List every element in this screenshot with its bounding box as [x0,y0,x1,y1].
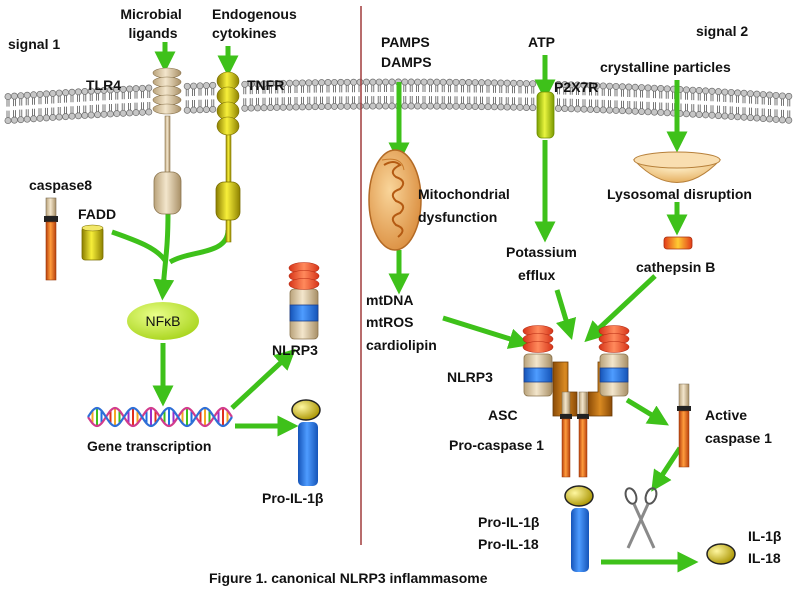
tnfr-receptor [215,71,241,243]
active-caspase1-label: Active caspase 1 [705,407,772,446]
nfkb-label: NFκB [146,313,181,329]
mitochondrion-icon [368,149,422,251]
signal1-label: signal 1 [8,36,60,52]
lysosome-icon [632,151,722,183]
cathepsin-b-label: cathepsin B [636,259,715,275]
potassium-efflux-label: Potassium efflux [506,244,581,283]
pro-il1b-protein-signal1 [291,399,321,486]
nfkb-blob [127,302,199,340]
arrow-inflammasome-to-active [625,397,669,426]
tlr4-label: TLR4 [86,77,121,93]
damps-label: DAMPS [381,54,432,70]
nlrp3-label-signal2: NLRP3 [447,369,493,385]
arrow-tlr4-to-nfkb [153,211,175,301]
arrows [111,42,699,573]
endogenous-cytokines-label: Endogenous cytokines [212,6,301,41]
cell-membrane [4,78,793,125]
arrow-mt-to-inflammasome [442,315,531,349]
caspase8-label: caspase8 [29,177,92,193]
active-caspase1-icon [677,383,691,468]
caspase8-icon [44,197,58,281]
p2x7r-label: P2X7R [554,79,598,95]
mt-labels: mtDNA mtROS cardiolipin [366,292,437,353]
arrow-fadd-merge [111,229,169,264]
mature-il1b-icon [706,543,736,565]
p2x7r-channel [536,91,555,139]
microbial-ligands-label: Microbial ligands [120,6,185,41]
lysosomal-disruption-label: Lysosomal disruption [607,186,752,202]
cathepsin-b-icon [663,236,693,250]
pro-il1b-label-signal1: Pro-IL-1β [262,490,324,506]
nlrp3-protein-signal1 [288,262,320,340]
crystalline-particles-label: crystalline particles [600,59,731,75]
tnfr-label: TNFR [247,77,284,93]
dna-helix-icon [87,406,233,428]
pamps-label: PAMPS [381,34,430,50]
nlrp3-label-signal1: NLRP3 [272,342,318,358]
mitochondrial-dysfunction-label: Mitochondrial dysfunction [418,186,514,225]
inflammasome-complex [522,325,630,478]
signal2-label: signal 2 [696,23,748,39]
arrow-gene-to-nlrp3 [230,348,296,410]
scissors-icon [624,487,658,549]
pro-caspase1-label: Pro-caspase 1 [449,437,544,453]
pro-il1b-protein-signal2 [564,485,594,572]
mature-cytokines-label: IL-1β IL-18 [748,528,785,566]
arrow-cathepsin-to-inflammasome [584,274,657,343]
figure-caption: Figure 1. canonical NLRP3 inflammasome [209,570,488,586]
pro-cytokines-label: Pro-IL-1β Pro-IL-18 [478,514,543,552]
tlr4-receptor [152,67,182,215]
asc-label: ASC [488,407,518,423]
labels: signal 1 signal 2 Microbial ligands Endo… [8,6,785,586]
fadd-icon [81,224,104,261]
atp-label: ATP [528,34,555,50]
arrow-tnfr-merge [168,229,231,265]
arrow-potassium-to-inflammasome [554,289,577,341]
gene-transcription-label: Gene transcription [87,438,211,454]
arrow-active-to-scissors [651,446,683,492]
fadd-label: FADD [78,206,116,222]
